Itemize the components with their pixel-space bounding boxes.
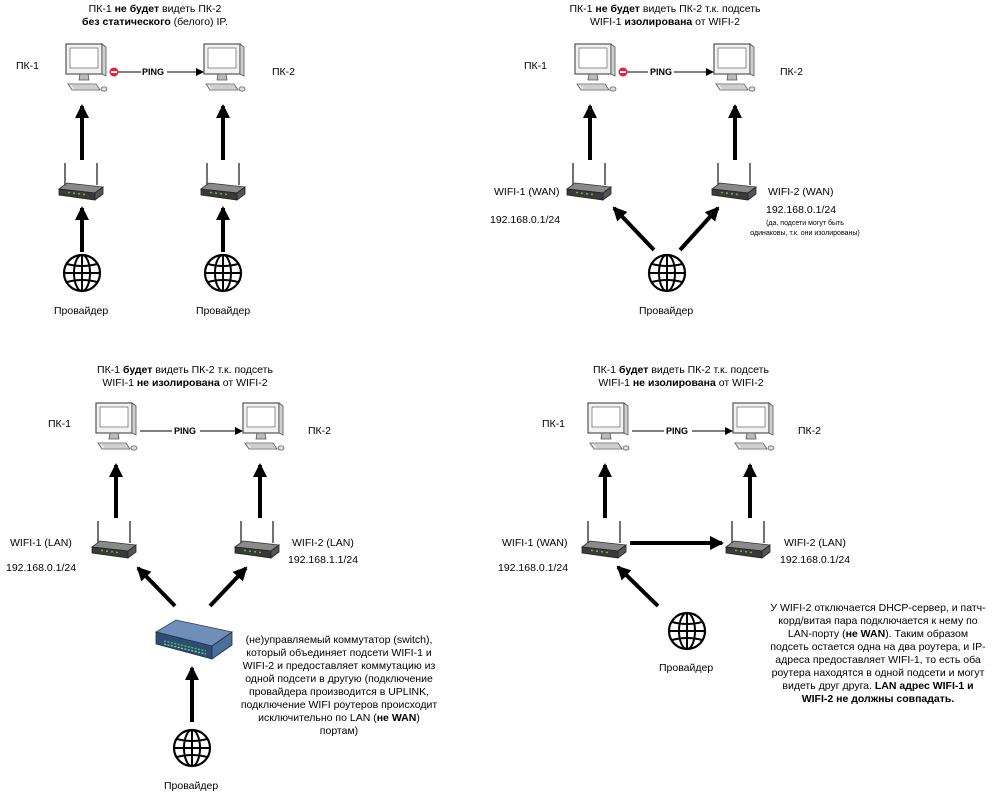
pc-2-icon [713,43,756,92]
diagram-1 [58,43,246,293]
pc-2-label: ПК-2 [780,66,803,78]
wifi-2-ip: 192.168.0.1/24 [766,204,837,216]
provider-label: Провайдер [639,305,694,317]
provider-1-label: Провайдер [54,305,109,317]
router-1-icon [566,162,612,201]
provider-to-router1-arrow [612,206,656,252]
router-2-icon [234,520,280,559]
router-2-icon [200,162,246,201]
wifi-1-label: WIFI-1 (WAN) [502,537,568,549]
provider-globe-icon [172,728,212,768]
wifi-2-label: WIFI-2 (WAN) [768,186,834,198]
isolation-note: (да, подсети могут быть одинаковы, т.к. … [750,220,860,237]
provider-1-globe-icon [62,253,102,293]
diagram-4 [581,402,775,651]
diagram-3 [91,402,285,768]
wifi-1-label: WIFI-1 (WAN) [494,186,560,198]
diagram-1-title: ПК-1 не будет видеть ПК-2 без статическо… [82,3,228,28]
switch-to-router1-arrow [136,566,177,608]
provider-label: Провайдер [164,780,219,792]
ping-label: PING [142,67,165,77]
wifi-2-label: WIFI-2 (LAN) [784,537,846,549]
router-1-icon [581,520,627,559]
pc-1-icon [587,402,630,451]
pc-1-icon [574,43,617,92]
router-1-icon [58,162,104,201]
ping-label: PING [650,67,673,77]
diagram-2-title: ПК-1 не будет видеть ПК-2 т.к. подсеть W… [569,3,761,28]
ping-label: PING [666,426,689,436]
wifi-2-ip: 192.168.0.1/24 [780,554,851,566]
provider-to-router1-arrow [616,565,660,608]
wifi-1-ip: 192.168.0.1/24 [6,562,77,574]
pc-2-icon [242,402,285,451]
router-1-icon [91,520,137,559]
pc-2-label: ПК-2 [308,425,331,437]
provider-to-router2-arrow [678,206,720,252]
pc-1-label: ПК-1 [16,60,39,72]
wifi-2-setup-note: У WIFI-2 отключается DHCP-сервер, и патч… [770,602,986,705]
switch-icon [154,619,233,660]
diagram-2 [566,43,757,293]
wifi-1-ip: 192.168.0.1/24 [498,562,569,574]
pc-2-label: ПК-2 [798,425,821,437]
provider-2-globe-icon [203,253,243,293]
wifi-2-ip: 192.168.1.1/24 [288,554,359,566]
diagram-4-title: ПК-1 будет видеть ПК-2 т.к. подсеть WIFI… [593,364,769,389]
pc-2-label: ПК-2 [272,66,295,78]
pc-2-icon [203,43,246,92]
switch-to-router2-arrow [208,566,248,608]
pc-1-label: ПК-1 [542,418,565,430]
wifi-1-ip: 192.168.0.1/24 [490,214,561,226]
pc-1-icon [65,43,108,92]
pc-2-icon [732,402,775,451]
provider-2-label: Провайдер [196,305,251,317]
router-2-icon [725,520,771,559]
provider-label: Провайдер [659,662,714,674]
provider-globe-icon [647,253,687,293]
ping-label: PING [174,426,197,436]
wifi-1-label: WIFI-1 (LAN) [10,537,72,549]
pc-1-icon [95,402,138,451]
diagram-3-title: ПК-1 будет видеть ПК-2 т.к. подсеть WIFI… [97,364,273,389]
wifi-2-label: WIFI-2 (LAN) [292,537,354,549]
provider-globe-icon [667,611,707,651]
switch-description: (не)управляемый коммутатор (switch), кот… [240,634,438,737]
pc-1-label: ПК-1 [524,60,547,72]
pc-1-label: ПК-1 [48,418,71,430]
router-2-icon [711,162,757,201]
